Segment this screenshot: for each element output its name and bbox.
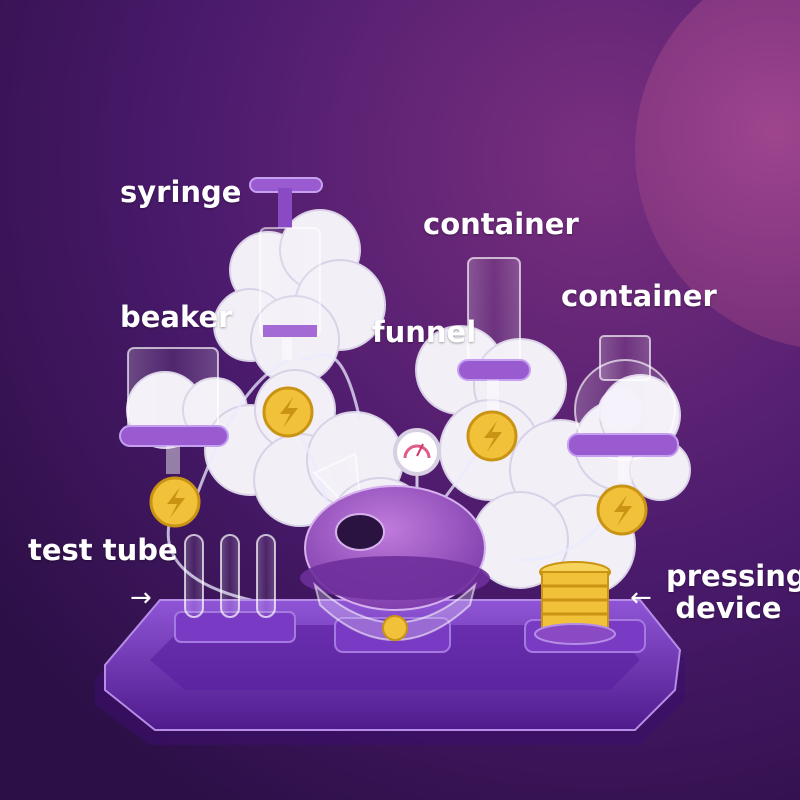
container-object-2 <box>567 335 679 482</box>
label-beaker: beaker <box>120 300 233 334</box>
arrow-right-icon: → <box>130 583 152 613</box>
beaker-object <box>119 347 229 474</box>
pressing-device-object <box>534 561 616 645</box>
pressure-gauge <box>393 428 441 500</box>
reaction-dome <box>300 485 490 641</box>
test-tubes <box>184 534 276 618</box>
label-container-1: container <box>423 207 579 241</box>
label-test-tube: test tube <box>28 533 178 567</box>
syringe-object <box>249 177 323 360</box>
valves <box>149 386 648 536</box>
label-pressing-device: pressing device <box>666 559 800 626</box>
label-funnel: funnel <box>372 315 477 349</box>
label-pressing-line-1: pressing <box>666 559 800 593</box>
arrow-left-icon: ← <box>630 583 652 613</box>
container-object-1 <box>457 257 531 410</box>
label-container-2: container <box>561 279 717 313</box>
label-pressing-line-2: device <box>675 591 782 626</box>
planet-shape <box>635 0 800 347</box>
label-syringe: syringe <box>120 175 242 209</box>
